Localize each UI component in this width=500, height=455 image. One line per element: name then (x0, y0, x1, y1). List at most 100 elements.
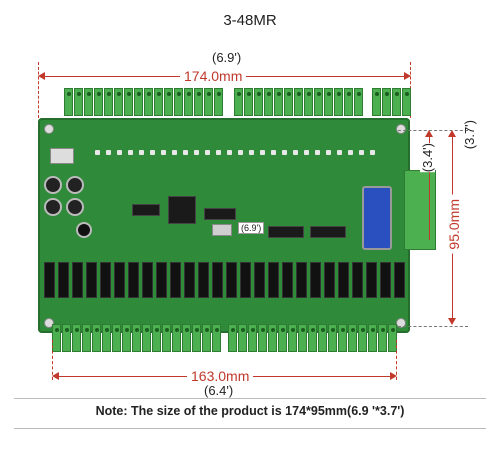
terminal-screw (184, 88, 193, 116)
status-led (227, 150, 232, 155)
relay (198, 262, 209, 298)
terminal-screw (142, 324, 151, 352)
terminal-screw (214, 88, 223, 116)
terminal-screw (354, 88, 363, 116)
relay (394, 262, 405, 298)
status-led (150, 150, 155, 155)
db9-serial-port (362, 186, 392, 250)
relay (296, 262, 307, 298)
crystal-oscillator (212, 224, 232, 236)
terminal-screw (72, 324, 81, 352)
width-left-guide (38, 62, 39, 118)
power-connector (50, 148, 74, 164)
bottom-terminal-block-right (228, 324, 398, 352)
terminal-screw (202, 324, 211, 352)
status-led (216, 150, 221, 155)
height-top-guide (398, 130, 468, 131)
status-led (271, 150, 276, 155)
terminal-screw (388, 324, 397, 352)
status-led (95, 150, 100, 155)
bottom-mm-label: 163.0mm (187, 368, 254, 384)
ic-chip (268, 226, 304, 238)
bottom-arrow-right (390, 372, 397, 380)
terminal-screw (328, 324, 337, 352)
terminal-screw (368, 324, 377, 352)
led-row (95, 150, 381, 155)
status-led (359, 150, 364, 155)
terminal-screw (192, 324, 201, 352)
status-led (139, 150, 144, 155)
relay (58, 262, 69, 298)
terminal-screw (112, 324, 121, 352)
terminal-screw (294, 88, 303, 116)
terminal-screw (104, 88, 113, 116)
height-inches-inner-label: (3.4') (420, 143, 435, 173)
terminal-screw (254, 88, 263, 116)
terminal-screw (284, 88, 293, 116)
relay (282, 262, 293, 298)
terminal-screw (264, 88, 273, 116)
bottom-terminal-block-left (52, 324, 222, 352)
width-arrow-left (38, 72, 45, 80)
terminal-screw (194, 88, 203, 116)
width-arrow-right (404, 72, 411, 80)
top-terminal-block-left (64, 88, 224, 116)
terminal-screw (152, 324, 161, 352)
terminal-screw (298, 324, 307, 352)
terminal-screw (92, 324, 101, 352)
status-led (194, 150, 199, 155)
terminal-screw (132, 324, 141, 352)
height-inches-outer-label: (3.7') (462, 120, 477, 150)
width-mm-label: 174.0mm (180, 68, 247, 84)
status-led (304, 150, 309, 155)
terminal-screw (74, 88, 83, 116)
ic-chip (132, 204, 160, 216)
mount-hole-top-left (44, 124, 54, 134)
terminal-screw (318, 324, 327, 352)
status-led (315, 150, 320, 155)
status-led (106, 150, 111, 155)
relay (128, 262, 139, 298)
relay (142, 262, 153, 298)
relay (184, 262, 195, 298)
terminal-screw (114, 88, 123, 116)
terminal-screw (172, 324, 181, 352)
size-note: Note: The size of the product is 174*95m… (95, 404, 405, 418)
model-title: 3-48MR (223, 12, 277, 29)
terminal-screw (102, 324, 111, 352)
relay (254, 262, 265, 298)
ic-chip (310, 226, 346, 238)
terminal-screw (52, 324, 61, 352)
mount-hole-bottom-right (396, 318, 406, 328)
capacitor (66, 198, 84, 216)
inner-height-dimension-line (429, 136, 430, 240)
status-led (326, 150, 331, 155)
terminal-screw (82, 324, 91, 352)
terminal-screw (258, 324, 267, 352)
terminal-screw (162, 324, 171, 352)
relay (240, 262, 251, 298)
bottom-arrow-left (52, 372, 59, 380)
capacitor (66, 176, 84, 194)
board-size-label: (6.9') (238, 222, 265, 234)
terminal-screw (234, 88, 243, 116)
terminal-screw (174, 88, 183, 116)
relay (310, 262, 321, 298)
terminal-screw (274, 88, 283, 116)
width-inches-label: (6.9') (212, 50, 242, 65)
terminal-screw (338, 324, 347, 352)
height-arrow-down (448, 318, 456, 325)
terminal-screw (334, 88, 343, 116)
status-led (128, 150, 133, 155)
terminal-screw (64, 88, 73, 116)
divider (14, 398, 486, 399)
terminal-screw (308, 324, 317, 352)
status-led (117, 150, 122, 155)
relay (212, 262, 223, 298)
relay (366, 262, 377, 298)
terminal-screw (204, 88, 213, 116)
capacitor (44, 198, 62, 216)
terminal-screw (382, 88, 391, 116)
terminal-screw (94, 88, 103, 116)
terminal-screw (248, 324, 257, 352)
